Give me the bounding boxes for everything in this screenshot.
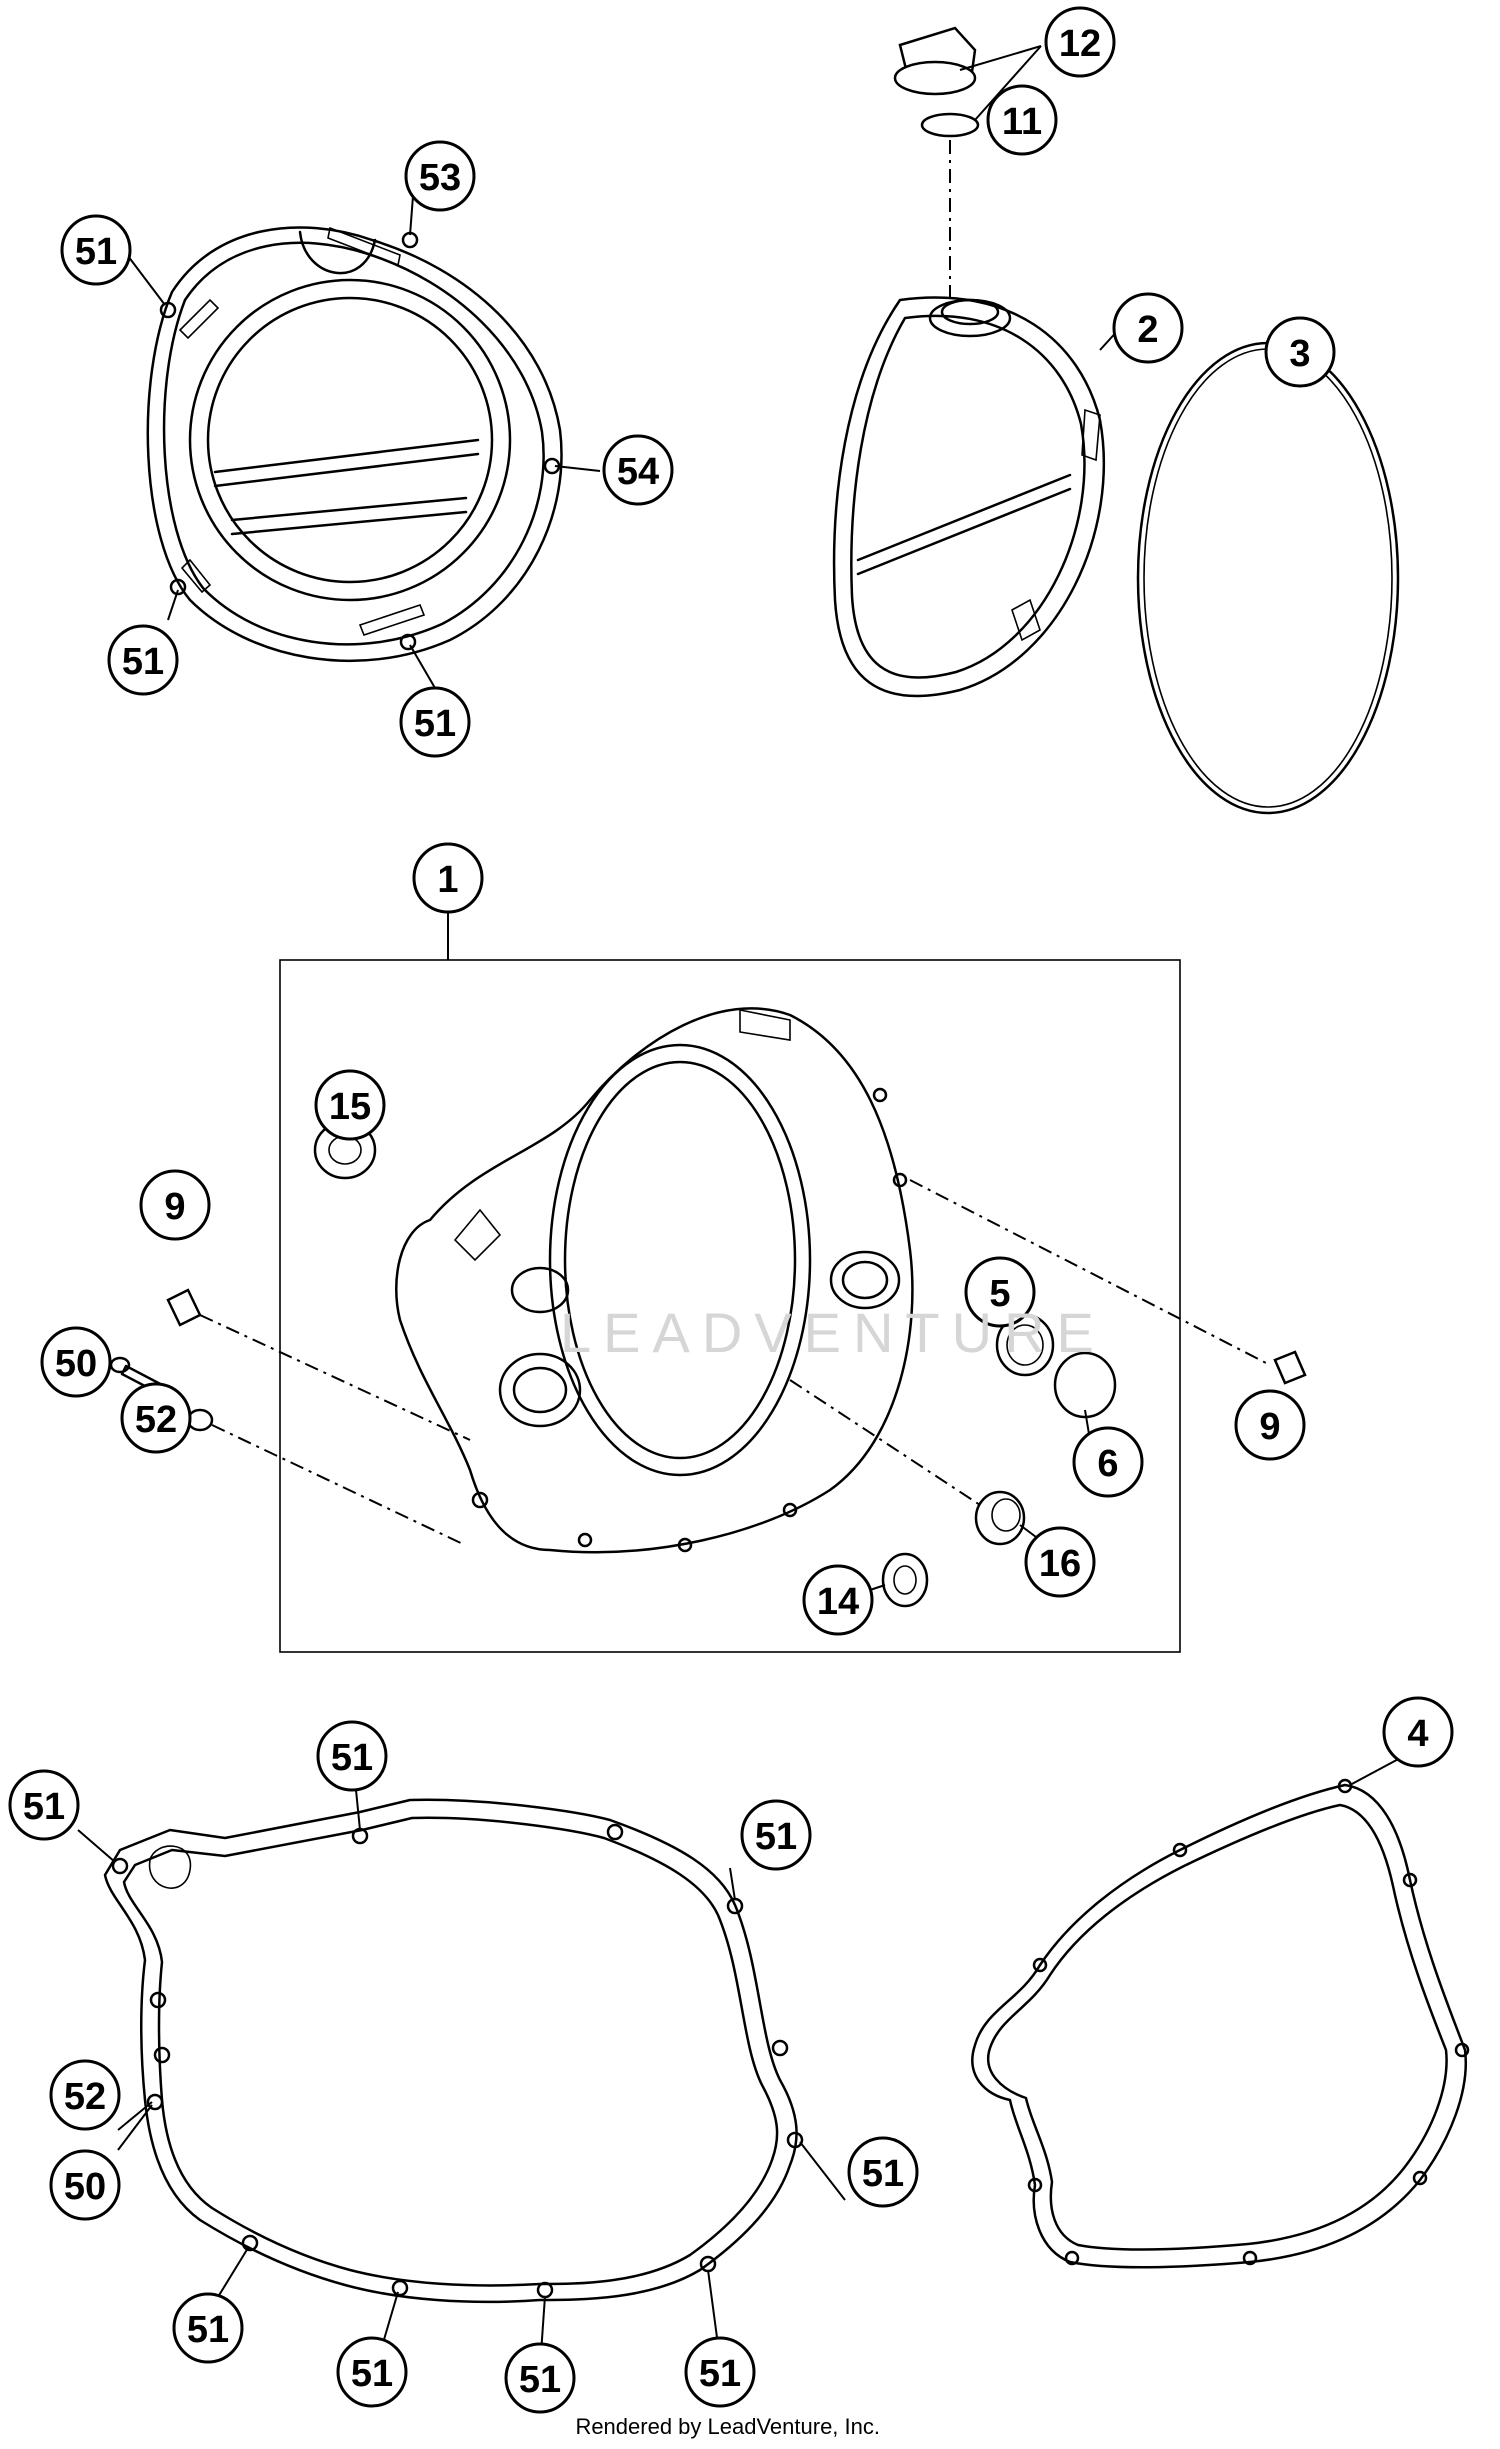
callout-label: 51 [699, 2353, 741, 2395]
callout-52: 52 [49, 2059, 121, 2131]
callout-label: 51 [519, 2359, 561, 2401]
callout-11: 11 [986, 84, 1058, 156]
callout-51: 51 [107, 624, 179, 696]
oil-filler-plug-part [893, 26, 980, 300]
callout-label: 12 [1059, 23, 1101, 65]
callout-label: 50 [55, 1343, 97, 1385]
callout-label: 9 [1259, 1406, 1280, 1448]
callout-15: 15 [314, 1069, 386, 1141]
callout-51: 51 [847, 2136, 919, 2208]
callout-label: 1 [437, 859, 458, 901]
callout-label: 9 [164, 1186, 185, 1228]
callout-3: 3 [1264, 316, 1336, 388]
assembly-frame [279, 959, 1181, 1653]
leader-lines [77, 45, 1405, 2369]
callout-9: 9 [1234, 1389, 1306, 1461]
callout-51: 51 [316, 1720, 388, 1792]
callout-53: 53 [404, 140, 476, 212]
callout-51: 51 [504, 2342, 576, 2414]
callout-label: 3 [1289, 333, 1310, 375]
callout-54: 54 [602, 434, 674, 506]
callout-label: 6 [1097, 1443, 1118, 1485]
clutch-cover-gasket-large-part [103, 1798, 804, 2304]
callout-label: 51 [23, 1786, 65, 1828]
callout-label: 51 [187, 2309, 229, 2351]
callout-label: 50 [64, 2166, 106, 2208]
callout-label: 11 [1002, 101, 1042, 143]
callout-51: 51 [8, 1769, 80, 1841]
needle-bearing-16-part [789, 1379, 1026, 1546]
shaft-seal-14-part [881, 1552, 929, 1608]
dowel-pin-part [166, 1288, 471, 1441]
callout-label: 51 [755, 1816, 797, 1858]
callout-14: 14 [802, 1564, 874, 1636]
clutch-cover-gasket-small-part [971, 1778, 1470, 2269]
callout-label: 51 [414, 703, 456, 745]
callout-51: 51 [336, 2336, 408, 2408]
callout-label: 5 [989, 1273, 1010, 1315]
watermark-logo: LEADVENTURE [560, 1301, 1106, 1364]
callout-5: 5 [964, 1256, 1036, 1328]
callout-label: 51 [331, 1737, 373, 1779]
dowel-pin-right-part [909, 1179, 1307, 1385]
callout-52: 52 [120, 1382, 192, 1454]
footer-credit: Rendered by LeadVenture, Inc. [575, 2414, 880, 2439]
callout-51: 51 [399, 686, 471, 758]
callout-label: 2 [1137, 309, 1158, 351]
callout-label: 51 [351, 2353, 393, 2395]
callout-label: 16 [1039, 1543, 1081, 1585]
inner-clutch-cover-part [395, 1007, 914, 1554]
callout-label: 51 [75, 231, 117, 273]
callout-label: 4 [1407, 1713, 1428, 1755]
callout-label: 52 [64, 2076, 106, 2118]
callout-51: 51 [172, 2292, 244, 2364]
callout-label: 53 [419, 157, 461, 199]
callout-50: 50 [49, 2149, 121, 2221]
callout-label: 14 [817, 1581, 859, 1623]
o-ring-inner-edge [1143, 348, 1393, 808]
callout-51: 51 [740, 1799, 812, 1871]
callout-16: 16 [1024, 1526, 1096, 1598]
o-ring-6-part [1053, 1351, 1117, 1419]
callout-9: 9 [139, 1169, 211, 1241]
callout-51: 51 [60, 214, 132, 286]
callout-1: 1 [412, 842, 484, 914]
callout-51: 51 [684, 2336, 756, 2408]
callout-label: 54 [617, 451, 659, 493]
clutch-cover-part [832, 296, 1105, 698]
callout-2: 2 [1112, 292, 1184, 364]
o-ring-part [1136, 341, 1400, 815]
callout-label: 51 [862, 2153, 904, 2195]
outer-clutch-cover-part [146, 226, 563, 662]
callout-label: 51 [122, 641, 164, 683]
callout-4: 4 [1382, 1696, 1454, 1768]
callout-12: 12 [1044, 6, 1116, 78]
callout-label: 52 [135, 1399, 177, 1441]
washer-52-part [186, 1408, 466, 1546]
callout-50: 50 [40, 1326, 112, 1398]
callout-label: 15 [329, 1086, 371, 1128]
callout-6: 6 [1072, 1426, 1144, 1498]
